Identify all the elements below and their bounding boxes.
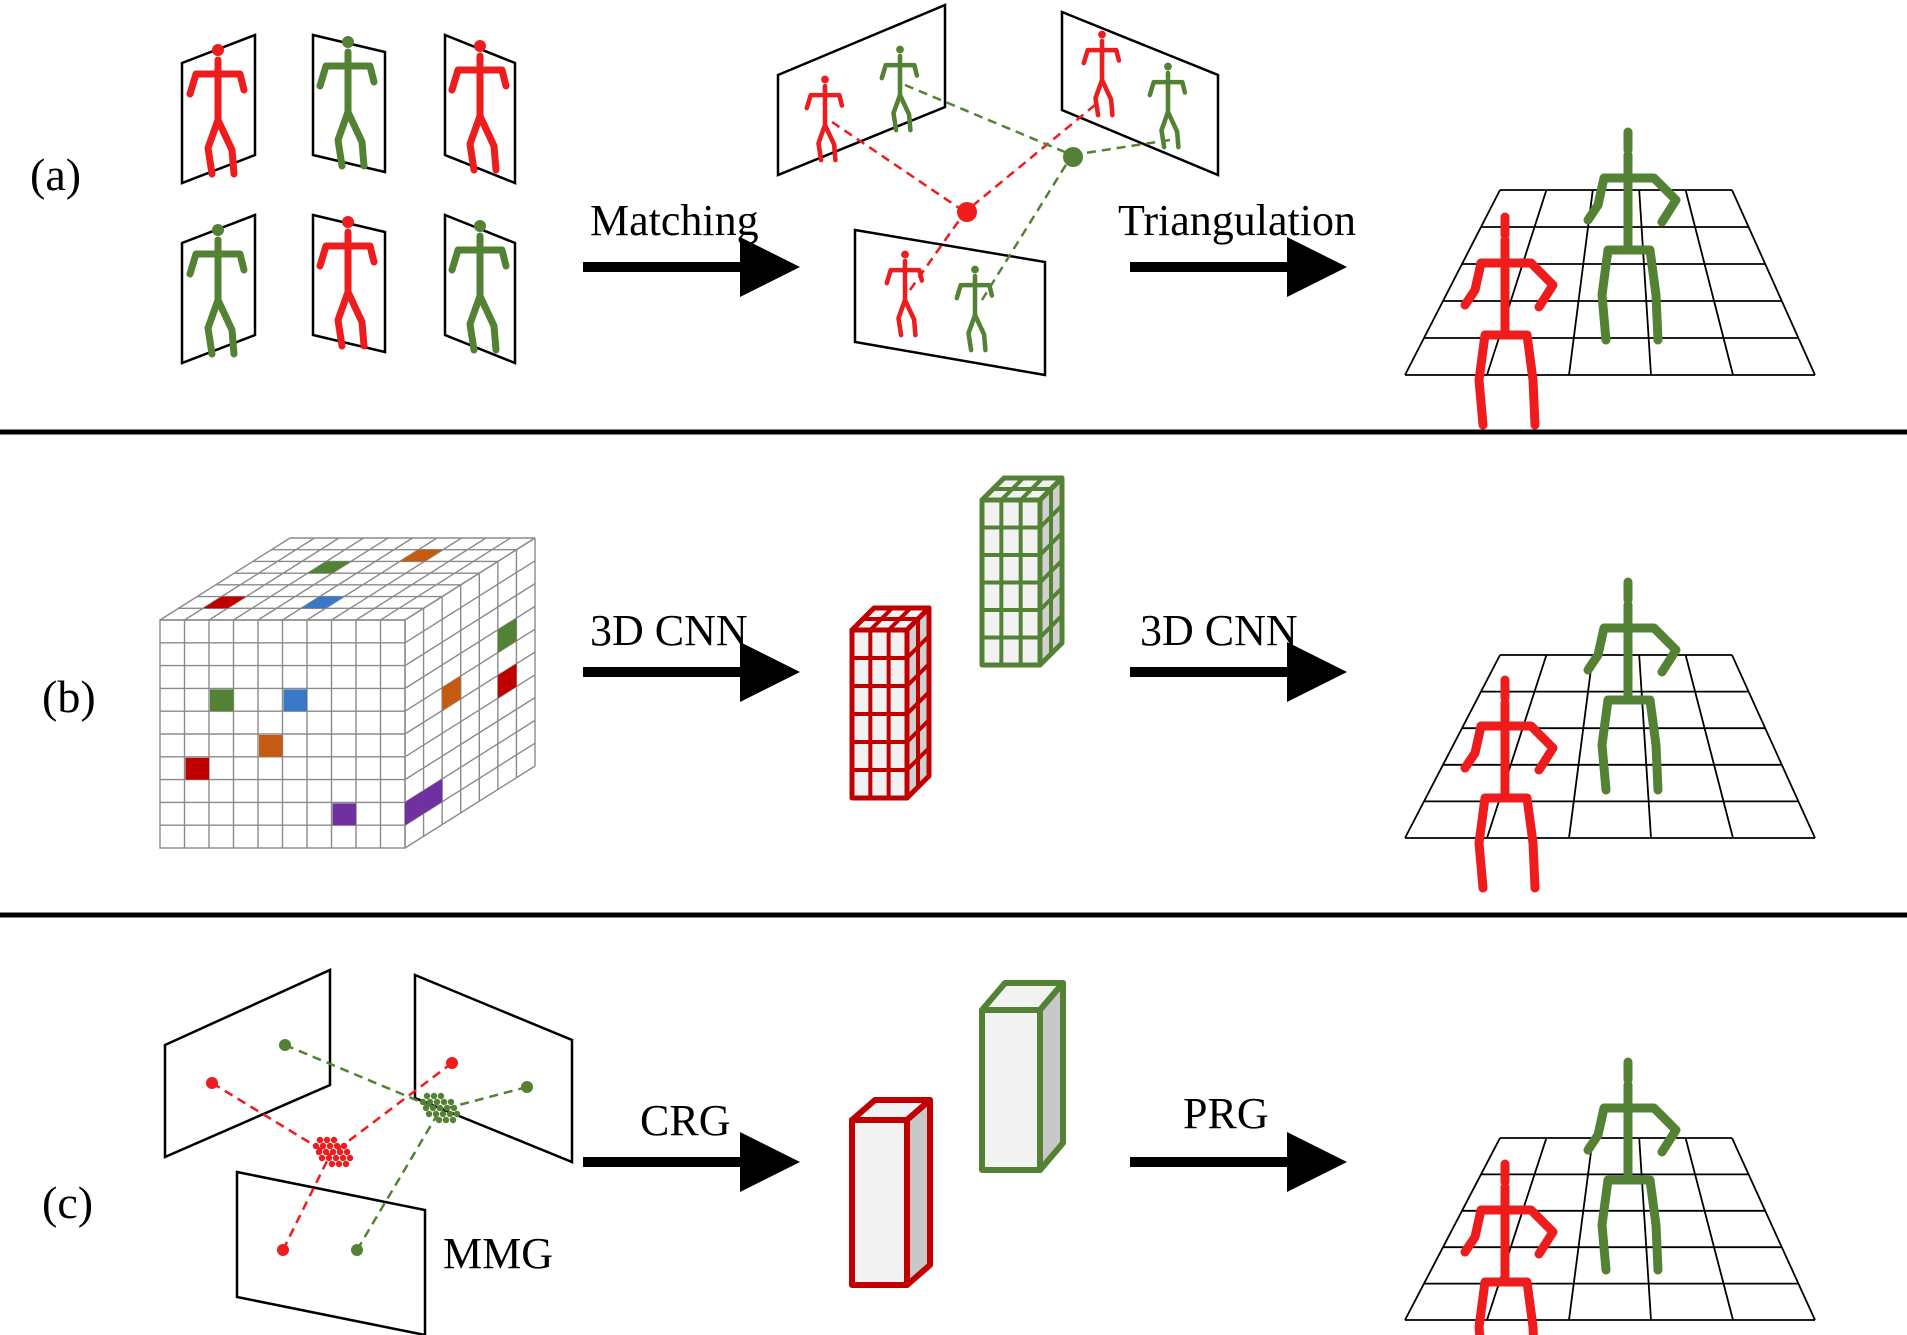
panel-a: (a) Matching [30,3,1816,377]
mmg-points [206,1039,533,1256]
red-3d-skeleton [1460,675,1558,893]
panel-b: (b) 3D CNN 3D CNN [42,475,1816,849]
green-3d-skeleton [1583,1057,1681,1275]
panel-b-label: (b) [42,671,96,722]
cnn-label-1: 3D CNN [590,606,748,655]
camera-views [776,3,1220,377]
voxel [283,689,307,712]
ground-grid-lines [1404,654,1816,839]
panel-a-label: (a) [30,149,81,200]
voxel [405,790,424,826]
camera-frame [413,973,574,1164]
green-3d-skeleton [1583,577,1681,795]
green-candidate-cluster [419,1092,461,1124]
output-skeletons [1460,127,1681,1335]
voxel [423,778,443,814]
voxel [210,689,234,712]
voxel [399,549,443,562]
camera-frame [235,1170,427,1335]
voxel [301,596,345,609]
voxel [442,676,461,711]
green-3d-skeleton [1583,127,1681,345]
crg-label: CRG [640,1096,730,1145]
red-candidate-cluster [312,1136,354,1168]
panel-c: (c) MMG CRG [42,968,1816,1335]
camera-frame [163,968,332,1159]
voxel [497,618,517,653]
prg-label: PRG [1183,1089,1269,1138]
panel-c-label: (c) [42,1177,93,1228]
output-ground-grid [1404,189,1816,376]
red-3d-skeleton [1460,212,1558,430]
voxel [203,596,247,609]
red-match-point [957,202,977,222]
triangulation-label: Triangulation [1118,196,1356,245]
ground-grid-lines [1404,1137,1816,1321]
output-ground-grid [1404,654,1816,839]
red-3d-skeleton [1460,1159,1558,1335]
green-proposal-box [979,980,1066,1173]
matching-rays [831,83,1171,301]
feature-volume [159,537,536,849]
camera-frame [1060,10,1220,177]
green-match-point [1063,147,1083,167]
red-proposal-box [849,1097,933,1288]
camera-frame [853,228,1047,377]
red-proposal-volume [849,605,932,801]
mmg-rays [211,1043,528,1251]
voxel [332,803,356,826]
voxel [259,735,283,757]
mmg-label: MMG [443,1229,553,1278]
voxel [497,663,517,699]
cnn-label-2: 3D CNN [1140,606,1298,655]
ground-grid-lines [1404,189,1816,376]
camera-views [163,968,574,1335]
voxel [185,757,209,780]
green-proposal-volume [979,475,1065,668]
voxel [307,561,351,574]
output-ground-grid [1404,1137,1816,1321]
matching-label: Matching [590,196,759,245]
